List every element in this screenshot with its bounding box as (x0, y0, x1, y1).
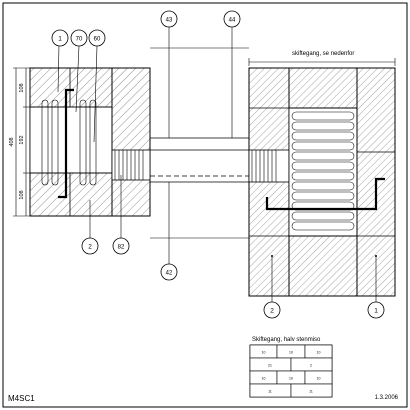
svg-text:10: 10 (262, 351, 266, 355)
dim-total: 408 (9, 137, 15, 146)
left-insulation-lines (41, 99, 97, 186)
left-wall-tie (58, 88, 74, 199)
svg-text:60: 60 (94, 37, 101, 43)
skiftegang-note: skiftegang, se nedenfor (292, 51, 354, 57)
svg-text:1: 1 (58, 36, 62, 43)
callout-2-left (81, 237, 99, 255)
right-section: skiftegang, se nedenfor (205, 47, 396, 319)
svg-text:82: 82 (118, 245, 125, 251)
svg-text:21: 21 (268, 364, 272, 368)
callout-60 (88, 29, 106, 47)
callout-82 (112, 237, 130, 255)
callout-2-right (263, 301, 281, 319)
svg-text:44: 44 (229, 18, 236, 24)
dim-lower: 108 (19, 190, 25, 199)
svg-text:1: 1 (374, 308, 378, 315)
svg-text:10: 10 (289, 377, 293, 381)
svg-text:70: 70 (76, 37, 83, 43)
svg-text:42: 42 (166, 271, 173, 277)
svg-text:10: 10 (289, 351, 293, 355)
right-wall-tie (265, 177, 385, 211)
svg-text:2: 2 (310, 364, 312, 368)
legend-title: Skiftegang, halv stenmiso (252, 337, 321, 343)
right-comb-insert (251, 150, 277, 182)
drawing-date: 1.3.2006 (374, 395, 398, 401)
dim-middle: 192 (19, 135, 25, 144)
callout-70 (70, 29, 88, 47)
svg-text:10: 10 (317, 351, 321, 355)
callout-1-right (367, 301, 385, 319)
bond-pattern-legend: 10 10 10 21 2 10 10 10 11 11 (249, 344, 333, 398)
svg-text:2: 2 (88, 244, 92, 251)
left-inner-leaf (111, 67, 151, 217)
svg-text:10: 10 (317, 377, 321, 381)
callout-1-left (51, 29, 69, 47)
dim-upper: 108 (19, 83, 25, 92)
left-insulation-band (29, 106, 113, 174)
svg-text:2: 2 (270, 308, 274, 315)
left-section-plane-lines (150, 137, 205, 183)
drawing-code: M4SC1 (8, 394, 35, 403)
svg-text:10: 10 (262, 377, 266, 381)
svg-text:11: 11 (268, 390, 272, 394)
left-comb-insert (114, 150, 144, 180)
left-section: 408 108 192 108 1 70 60 2 82 (9, 29, 205, 255)
center-callouts: 43 44 42 (150, 10, 241, 281)
svg-text:11: 11 (309, 390, 313, 394)
right-insulation-loops (291, 111, 355, 231)
svg-text:43: 43 (166, 18, 173, 24)
left-dimension-lines (13, 67, 30, 217)
